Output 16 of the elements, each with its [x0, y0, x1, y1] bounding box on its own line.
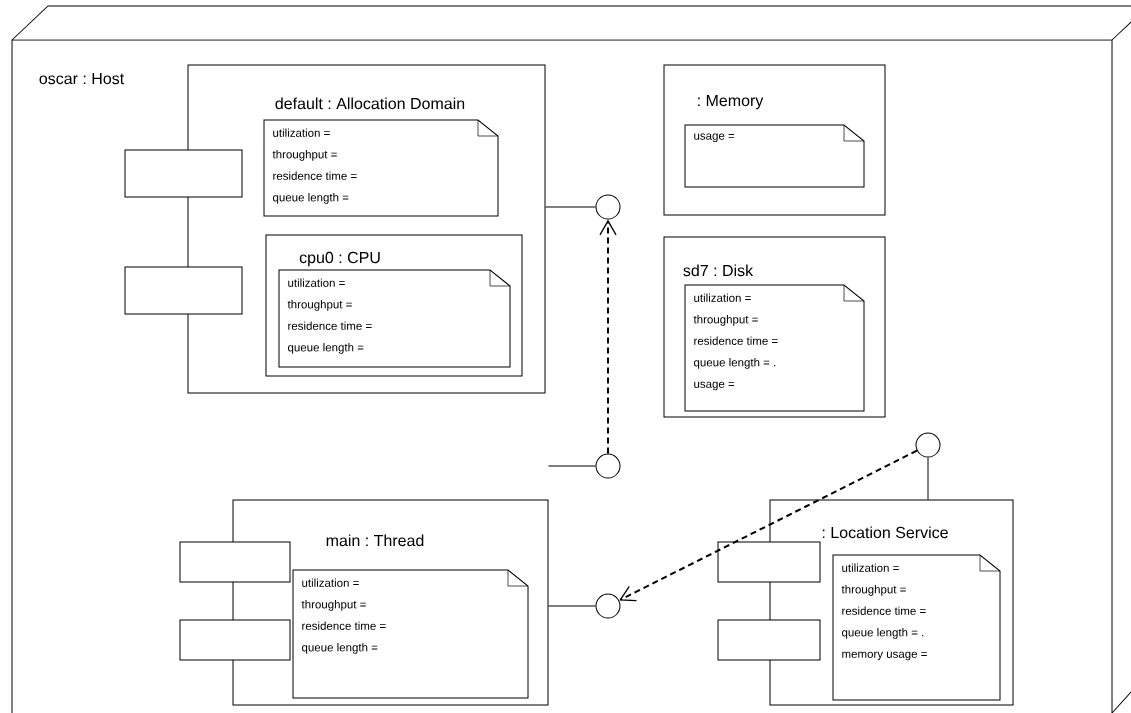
interface-circle [915, 432, 941, 458]
interface-circle [595, 453, 621, 479]
note: utilization = throughput = residence time = queue length = [263, 119, 499, 217]
connector-line [548, 605, 596, 607]
interface-circle [595, 593, 621, 619]
dashed-arrow [619, 449, 918, 602]
note: usage = [684, 124, 865, 188]
note: utilization = throughput = residence time = queue length = [292, 569, 529, 699]
connector-line [545, 206, 596, 208]
interface-circle [595, 194, 621, 220]
note: utilization = throughput = residence time = queue length = . memory usage = [832, 554, 1001, 701]
connector-line [548, 465, 596, 467]
note: utilization = throughput = residence time = queue length = . usage = [684, 284, 865, 412]
connector-line [927, 457, 929, 500]
dashed-arrow [599, 219, 617, 455]
note: utilization = throughput = residence time = queue length = [278, 269, 511, 368]
